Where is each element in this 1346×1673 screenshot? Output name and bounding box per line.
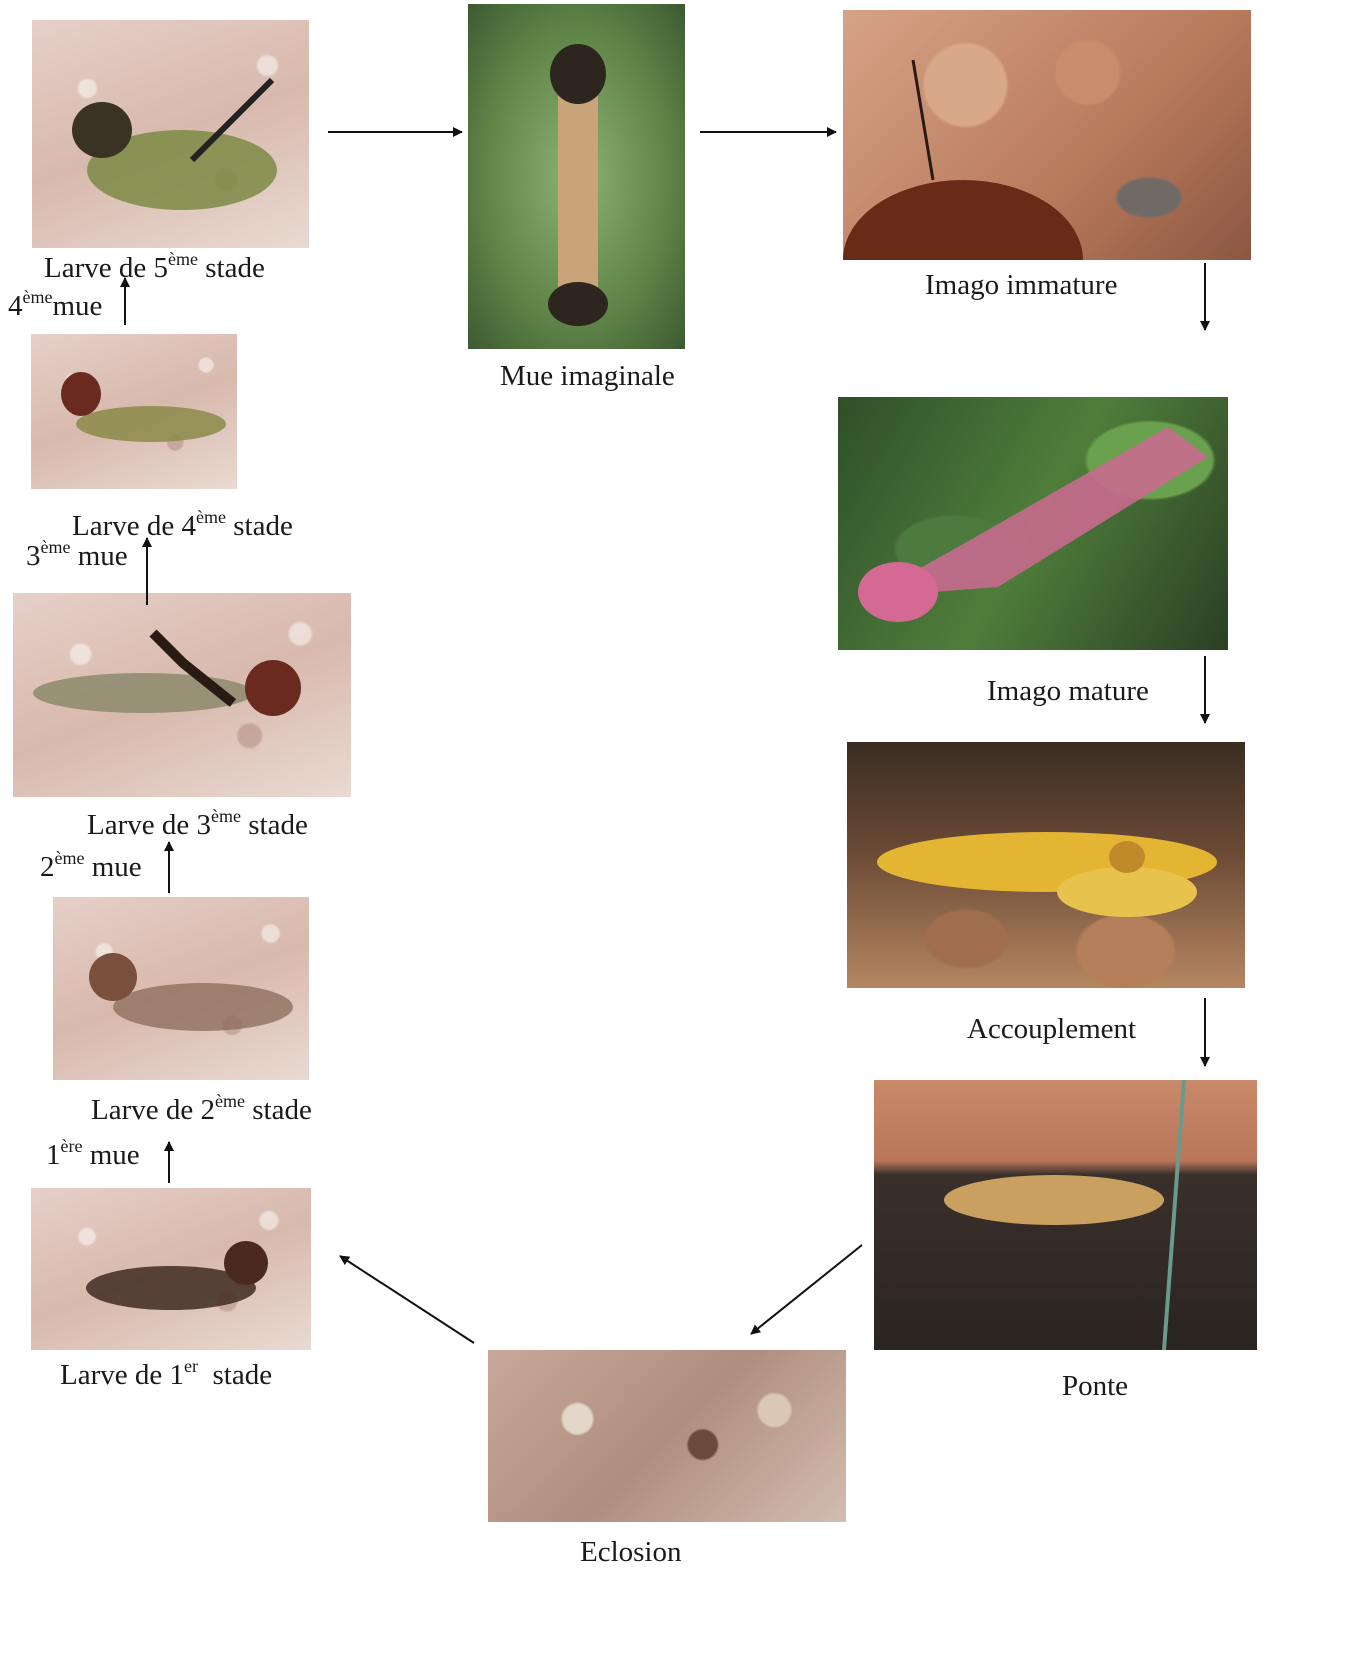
moult-4-num: 4 <box>8 290 23 322</box>
larva-5-prefix: Larve de 5 <box>44 252 168 284</box>
moult-1-word: mue <box>82 1139 139 1171</box>
moult-2-sup: ème <box>55 848 85 868</box>
moult-1-sup: ère <box>61 1136 83 1156</box>
larva-2-prefix: Larve de 2 <box>91 1094 215 1126</box>
larva-4-sup: ème <box>196 507 226 527</box>
larva-1-prefix: Larve de 1 <box>60 1359 184 1391</box>
caption-larva-1: Larve de 1er stade <box>60 1361 272 1390</box>
larva-3-suffix: stade <box>241 809 308 841</box>
larva-5-sup: ème <box>168 249 198 269</box>
larva-3-prefix: Larve de 3 <box>87 809 211 841</box>
larva-4-suffix: stade <box>226 510 293 542</box>
moult-2-num: 2 <box>40 851 55 883</box>
moult-2-word: mue <box>84 851 141 883</box>
larva-2-sup: ème <box>215 1091 245 1111</box>
caption-imago-mature: Imago mature <box>987 677 1149 706</box>
larva-5-suffix: stade <box>198 252 265 284</box>
moult-3-word: mue <box>70 540 127 572</box>
moult-1-num: 1 <box>46 1139 61 1171</box>
moult-3-sup: ème <box>41 537 71 557</box>
larva-1-sup: er <box>184 1356 198 1376</box>
caption-larva-5: Larve de 5ème stade <box>44 254 265 283</box>
moult-4-sup: ème <box>23 287 53 307</box>
larva-3-sup: ème <box>211 806 241 826</box>
moult-3-num: 3 <box>26 540 41 572</box>
caption-mue-imaginale: Mue imaginale <box>500 362 675 391</box>
moult-4-label: 4èmemue <box>8 292 102 321</box>
moult-1-label: 1ère mue <box>46 1141 140 1170</box>
moult-4-word: mue <box>52 290 102 322</box>
moult-3-label: 3ème mue <box>26 542 128 571</box>
caption-accouplement: Accouplement <box>967 1015 1136 1044</box>
arrow-eclosion-to-l1 <box>340 1256 474 1343</box>
caption-eclosion: Eclosion <box>580 1538 682 1567</box>
caption-larva-4: Larve de 4ème stade <box>72 512 293 541</box>
caption-larva-2: Larve de 2ème stade <box>91 1096 312 1125</box>
moult-2-label: 2ème mue <box>40 853 142 882</box>
larva-4-prefix: Larve de 4 <box>72 510 196 542</box>
caption-ponte: Ponte <box>1062 1372 1128 1401</box>
larva-1-suffix: stade <box>198 1359 272 1391</box>
caption-larva-3: Larve de 3ème stade <box>87 811 308 840</box>
arrow-ponte-to-eclosion <box>751 1245 862 1334</box>
larva-2-suffix: stade <box>245 1094 312 1126</box>
caption-imago-immature: Imago immature <box>925 271 1117 300</box>
